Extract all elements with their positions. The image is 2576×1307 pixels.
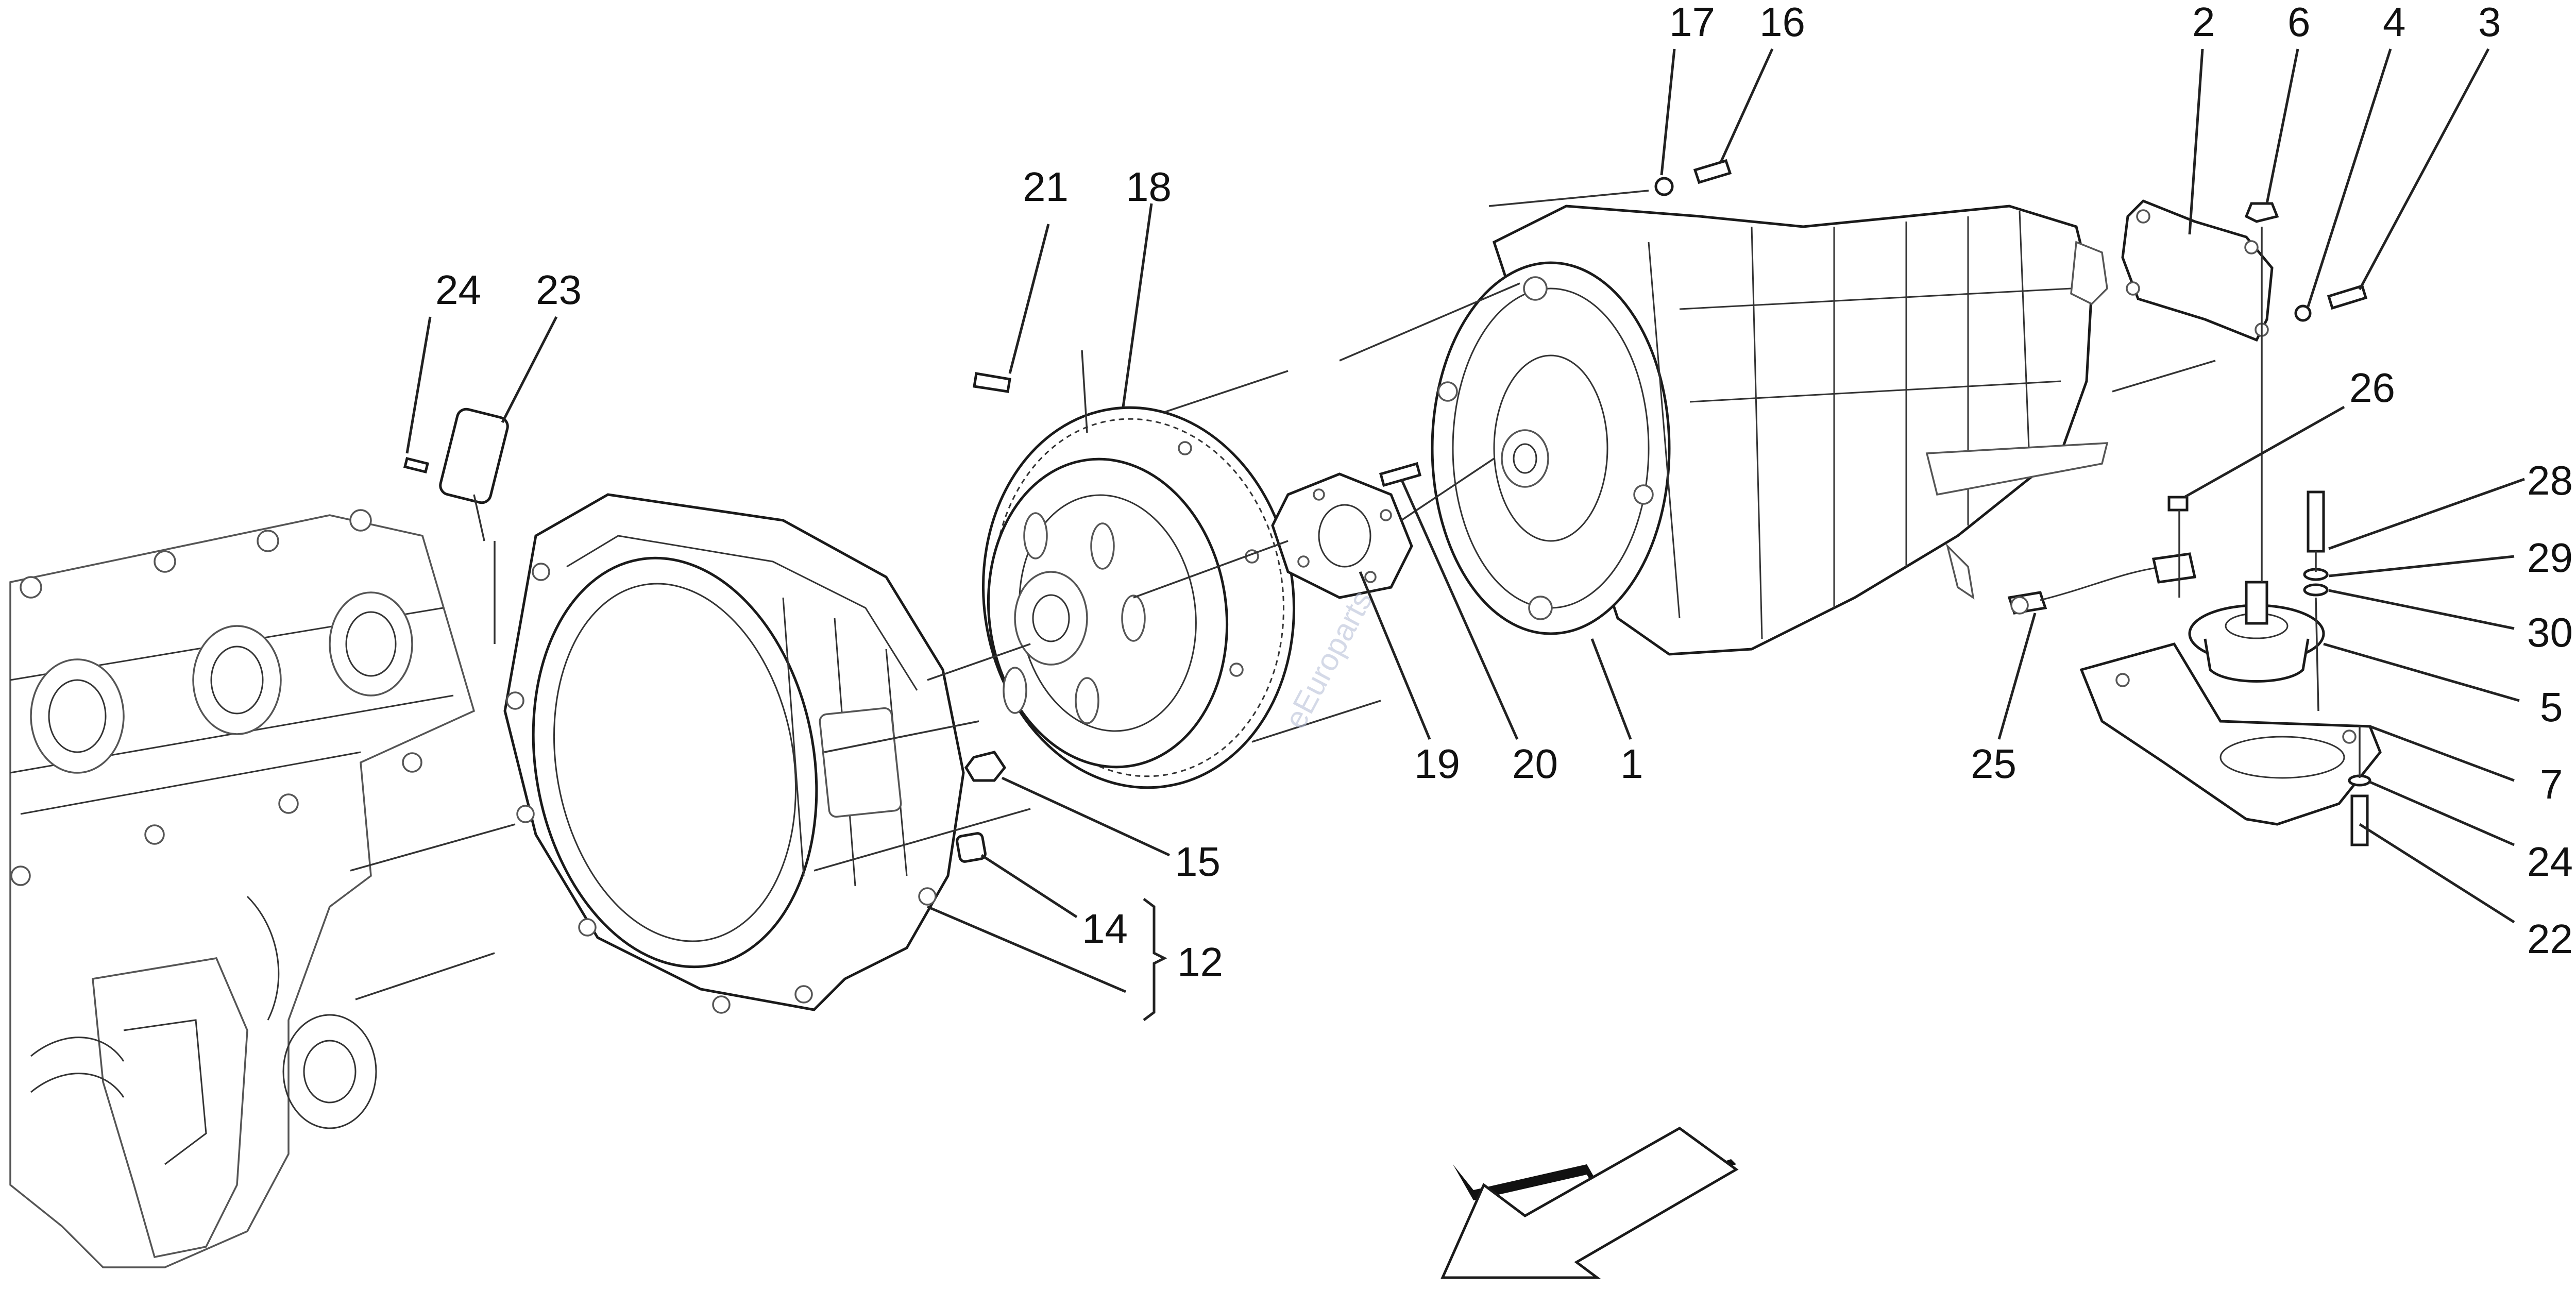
callout-1: 1 [1620, 741, 1643, 787]
direction-arrow-icon [1440, 1127, 1739, 1279]
callout-7: 7 [2540, 761, 2563, 807]
bell-housing [503, 493, 965, 1014]
callout-29: 29 [2527, 535, 2573, 581]
callout-19: 20 [1512, 741, 1558, 787]
callout-14: 15 [1175, 839, 1221, 885]
callout-4: 4 [2383, 0, 2406, 45]
callout-21: 23 [536, 267, 582, 313]
hardware [403, 159, 2371, 863]
engine-mount [2188, 581, 2325, 683]
leader-lines [405, 48, 2525, 1021]
flywheel [981, 406, 1296, 789]
callout-22: 24 [435, 267, 481, 313]
transmission [1431, 205, 2109, 656]
callout-6: 6 [2287, 0, 2311, 45]
callout-25: 25 [1971, 741, 2016, 787]
transmission-bracket [2121, 199, 2274, 342]
callout-23: 22 [2527, 916, 2573, 962]
flex-plate [1271, 472, 1413, 599]
callout-26: 26 [2349, 365, 2395, 411]
sensor [2007, 552, 2197, 615]
assembly-axes [350, 190, 2361, 1000]
callout-28: 28 [2527, 457, 2573, 503]
callout-17: 18 [1126, 164, 1172, 210]
callout-5: 5 [2540, 684, 2563, 730]
callout-12: 12 [1177, 939, 1223, 985]
callout-15: 16 [1759, 0, 1805, 45]
callout-16: 17 [1669, 0, 1715, 45]
callout-2: 2 [2192, 0, 2215, 45]
callout-3: 3 [2478, 0, 2501, 45]
mount-bracket [2079, 642, 2382, 826]
callout-18: 19 [1414, 741, 1460, 787]
callout-30: 30 [2527, 609, 2573, 655]
callout-13: 14 [1082, 906, 1128, 952]
callout-labels: 17 16 2 6 4 3 21 18 24 23 26 28 29 30 5 … [435, 0, 2573, 985]
callout-24: 24 [2527, 839, 2573, 885]
callout-20: 21 [1023, 164, 1069, 210]
engine-block [9, 509, 476, 1268]
